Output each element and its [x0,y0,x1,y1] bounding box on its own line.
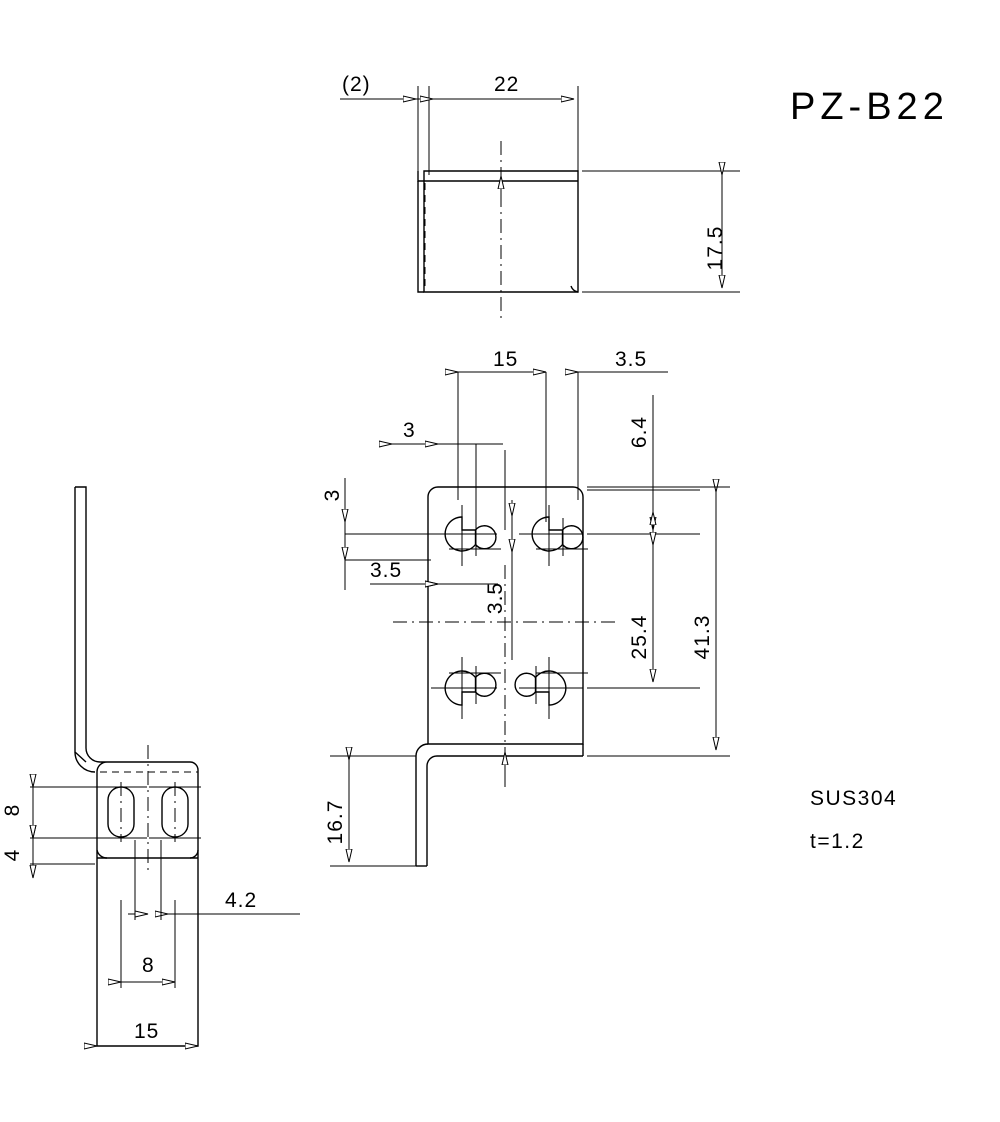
dim-label-qty: (2) [342,73,371,96]
top-view-geometry [417,141,579,322]
dim-label-25-4: 25.4 [628,615,651,660]
dim-label-3-5-front: 3.5 [615,348,647,371]
dim-label-4-offset: 4 [1,849,24,862]
dim-label-3-5-gap-vertical: 3.5 [484,582,507,614]
side-view-geometry [74,486,201,1047]
top-view-dimensions [340,86,740,293]
dim-label-3-5-gap: 3.5 [370,559,402,582]
side-view-dimensions [30,787,300,1046]
dim-label-6-4: 6.4 [628,416,651,448]
dim-label-16-7: 16.7 [324,800,347,845]
dim-label-17-5: 17.5 [704,226,727,271]
dim-label-8-slot-length: 8 [1,804,24,817]
front-view-geometry [393,486,620,867]
thickness-note: t=1.2 [810,830,865,853]
title-and-notes: PZ-B22 SUS304 t=1.2 [790,86,949,853]
dim-label-41-3: 41.3 [691,615,714,660]
drawing-title: PZ-B22 [790,86,949,128]
dim-label-4-2: 4.2 [225,889,257,912]
dim-label-22: 22 [494,73,519,96]
material-note: SUS304 [810,787,897,810]
dim-label-15-front: 15 [493,348,518,371]
dimension-labels: (2) 22 17.5 15 3.5 3 3 3.5 3.5 6.4 25.4 … [1,73,727,1043]
dim-label-8-pitch: 8 [142,954,155,977]
dim-label-15-width: 15 [134,1020,159,1043]
front-view-dimensions [330,372,730,867]
dim-label-3-vertical: 3 [321,489,344,502]
dim-label-3-horizontal: 3 [403,419,416,442]
